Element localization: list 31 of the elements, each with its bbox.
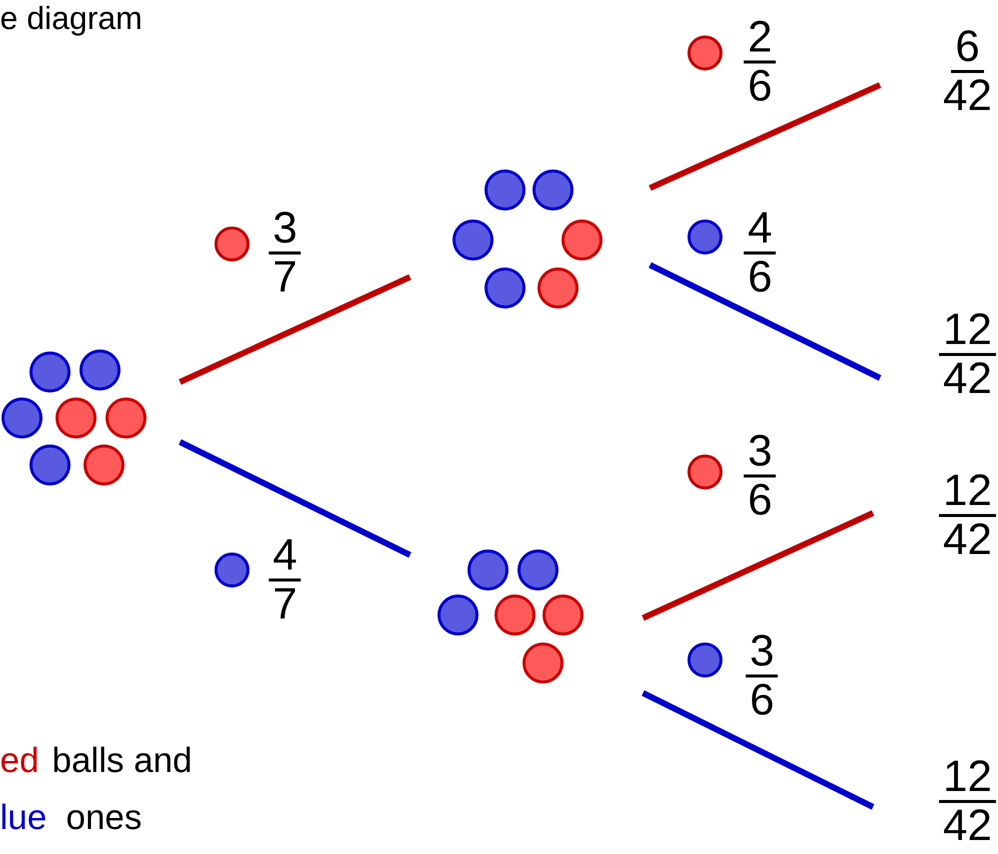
fraction-denominator: 7 [272,254,298,300]
caption-text: lue [0,797,47,839]
caption-text: ones [66,797,142,839]
fraction-denominator: 42 [942,802,993,848]
branch-line [178,274,412,385]
fraction-denominator: 42 [942,356,993,402]
fraction-denominator: 6 [746,254,774,300]
branch-line [648,262,882,381]
fraction-numerator: 4 [268,532,302,582]
branch-line [648,82,882,191]
fraction-denominator: 6 [746,478,774,524]
title: e diagram [0,0,142,38]
caption-text: ed [0,740,39,782]
caption-text: balls and [52,740,192,782]
fraction-numerator: 12 [939,306,996,356]
fraction-numerator: 3 [268,206,302,254]
fraction-numerator: 6 [951,24,984,72]
fraction-denominator: 7 [272,582,298,628]
fraction-numerator: 2 [744,14,776,64]
branch-line [642,690,874,810]
branch-line [178,439,412,558]
fraction-numerator: 4 [744,206,776,254]
fraction-numerator: 12 [939,468,996,516]
fraction-numerator: 12 [939,754,996,802]
fraction-numerator: 3 [746,628,778,678]
fraction-denominator: 42 [942,516,993,562]
fraction-denominator: 6 [748,678,776,724]
fraction-numerator: 3 [744,428,776,478]
branch-line [642,510,874,621]
fraction-denominator: 6 [746,64,774,110]
fraction-denominator: 42 [942,72,993,118]
